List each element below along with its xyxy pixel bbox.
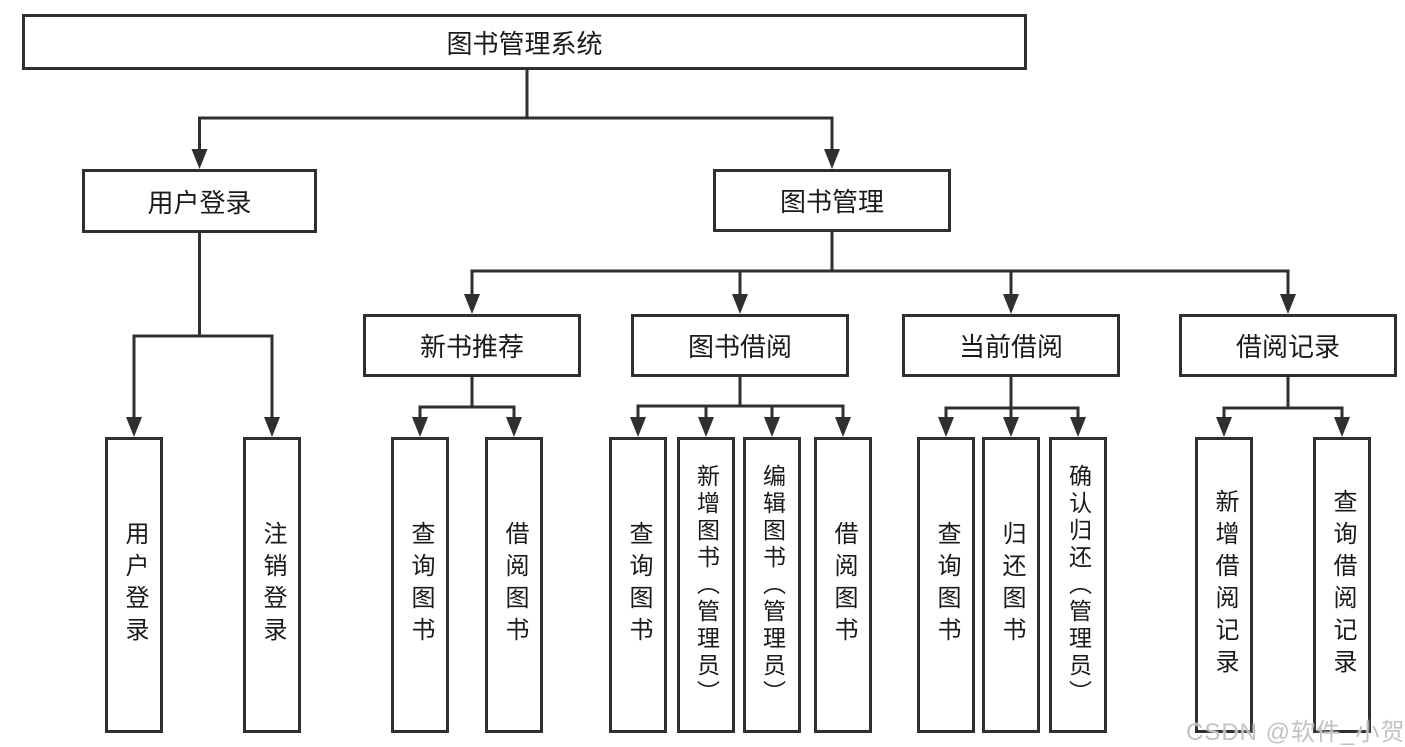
node-label: 图书管理 xyxy=(779,187,884,217)
node-current-borrow: 当前借阅 xyxy=(902,314,1120,377)
leaf-query-books-recommend: 查询图书 xyxy=(391,437,449,733)
leaf-label: 查询图书 xyxy=(407,521,434,649)
leaf-label: 查询图书 xyxy=(625,521,652,649)
node-book-borrow: 图书借阅 xyxy=(631,314,849,377)
leaf-query-borrow-record: 查询借阅记录 xyxy=(1313,437,1371,733)
leaf-label: 借阅图书 xyxy=(501,521,528,649)
leaf-label: 注销登录 xyxy=(259,521,286,649)
leaf-query-books-borrow: 查询图书 xyxy=(609,437,667,733)
leaf-label: 查询借阅记录 xyxy=(1329,489,1356,681)
connector-current-borrow xyxy=(938,377,1086,437)
leaf-label: 新增借阅记录 xyxy=(1211,489,1238,681)
leaf-add-book-admin: 新增图书（管理员） xyxy=(677,437,735,733)
node-label: 当前借阅 xyxy=(958,332,1063,362)
node-label: 用户登录 xyxy=(147,187,252,218)
leaf-logout: 注销登录 xyxy=(243,437,301,733)
connector-root xyxy=(191,70,840,169)
leaf-label: 确认归还（管理员） xyxy=(1065,463,1092,707)
node-label: 图书管理系统 xyxy=(446,28,603,59)
node-new-book-recommend: 新书推荐 xyxy=(363,314,581,377)
leaf-borrow-books-recommend: 借阅图书 xyxy=(485,437,543,733)
leaf-label: 用户登录 xyxy=(121,521,148,649)
connector-book-borrow xyxy=(630,377,851,437)
leaf-return-book: 归还图书 xyxy=(982,437,1040,733)
node-library-system: 图书管理系统 xyxy=(22,14,1027,70)
leaf-label: 查询图书 xyxy=(933,521,960,649)
leaf-label: 借阅图书 xyxy=(830,521,857,649)
leaf-query-books-current: 查询图书 xyxy=(917,437,975,733)
leaf-confirm-return-admin: 确认归还（管理员） xyxy=(1049,437,1107,733)
node-user-login: 用户登录 xyxy=(82,169,317,233)
leaf-add-borrow-record: 新增借阅记录 xyxy=(1195,437,1253,733)
leaf-label: 新增图书（管理员） xyxy=(693,463,720,707)
leaf-edit-book-admin: 编辑图书（管理员） xyxy=(743,437,801,733)
node-borrow-records: 借阅记录 xyxy=(1179,314,1397,377)
connector-user-login xyxy=(126,233,280,437)
leaf-user-login: 用户登录 xyxy=(105,437,163,733)
leaf-borrow-books: 借阅图书 xyxy=(814,437,872,733)
connector-borrow-records xyxy=(1216,377,1350,437)
leaf-label: 归还图书 xyxy=(998,521,1025,649)
node-label: 借阅记录 xyxy=(1235,332,1340,362)
connector-new-book-recommend xyxy=(412,377,522,437)
node-label: 图书借阅 xyxy=(687,332,792,362)
csdn-watermark: CSDN @软件_小贺同学 xyxy=(1186,719,1405,746)
connector-book-management xyxy=(464,232,1296,314)
node-label: 新书推荐 xyxy=(419,332,524,362)
node-book-management: 图书管理 xyxy=(713,169,951,232)
leaf-label: 编辑图书（管理员） xyxy=(759,463,786,707)
